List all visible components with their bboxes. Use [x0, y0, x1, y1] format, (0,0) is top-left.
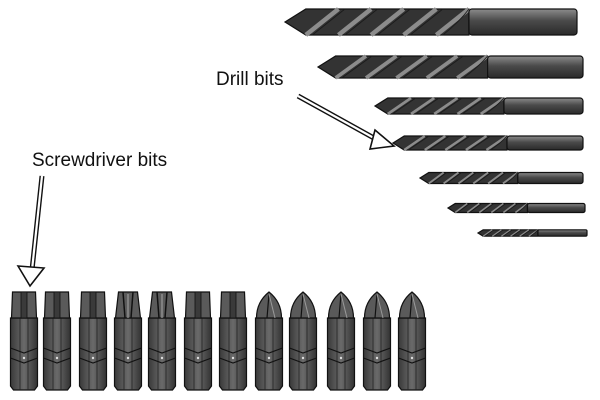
screwdriver-bits-label: Screwdriver bits: [32, 150, 168, 171]
drill-bit: [316, 54, 584, 80]
screwdriver-bit: [42, 291, 72, 391]
screwdriver-bits-arrow: [16, 175, 46, 288]
screwdriver-bit: [147, 291, 177, 391]
drill-bit: [373, 96, 584, 116]
screwdriver-bit: [254, 291, 284, 391]
screwdriver-bit: [113, 291, 143, 391]
screwdriver-bit: [288, 291, 318, 391]
drill-bit: [418, 171, 584, 185]
drill-bits-group: [283, 7, 588, 237]
drill-bits-arrow: [296, 93, 396, 150]
drill-bit: [391, 134, 584, 152]
drill-bit: [283, 7, 578, 37]
screwdriver-bit: [397, 291, 427, 391]
screwdriver-bit: [326, 291, 356, 391]
screwdriver-bit: [78, 291, 108, 391]
screwdriver-bit: [362, 291, 392, 391]
drill-bits-label: Drill bits: [216, 69, 284, 90]
drill-bit: [476, 229, 588, 237]
screwdriver-bit: [183, 291, 213, 391]
screwdriver-bit: [218, 291, 248, 391]
screwdriver-bits-group: [9, 291, 427, 391]
drill-bit: [446, 202, 586, 214]
screwdriver-bit: [9, 291, 39, 391]
